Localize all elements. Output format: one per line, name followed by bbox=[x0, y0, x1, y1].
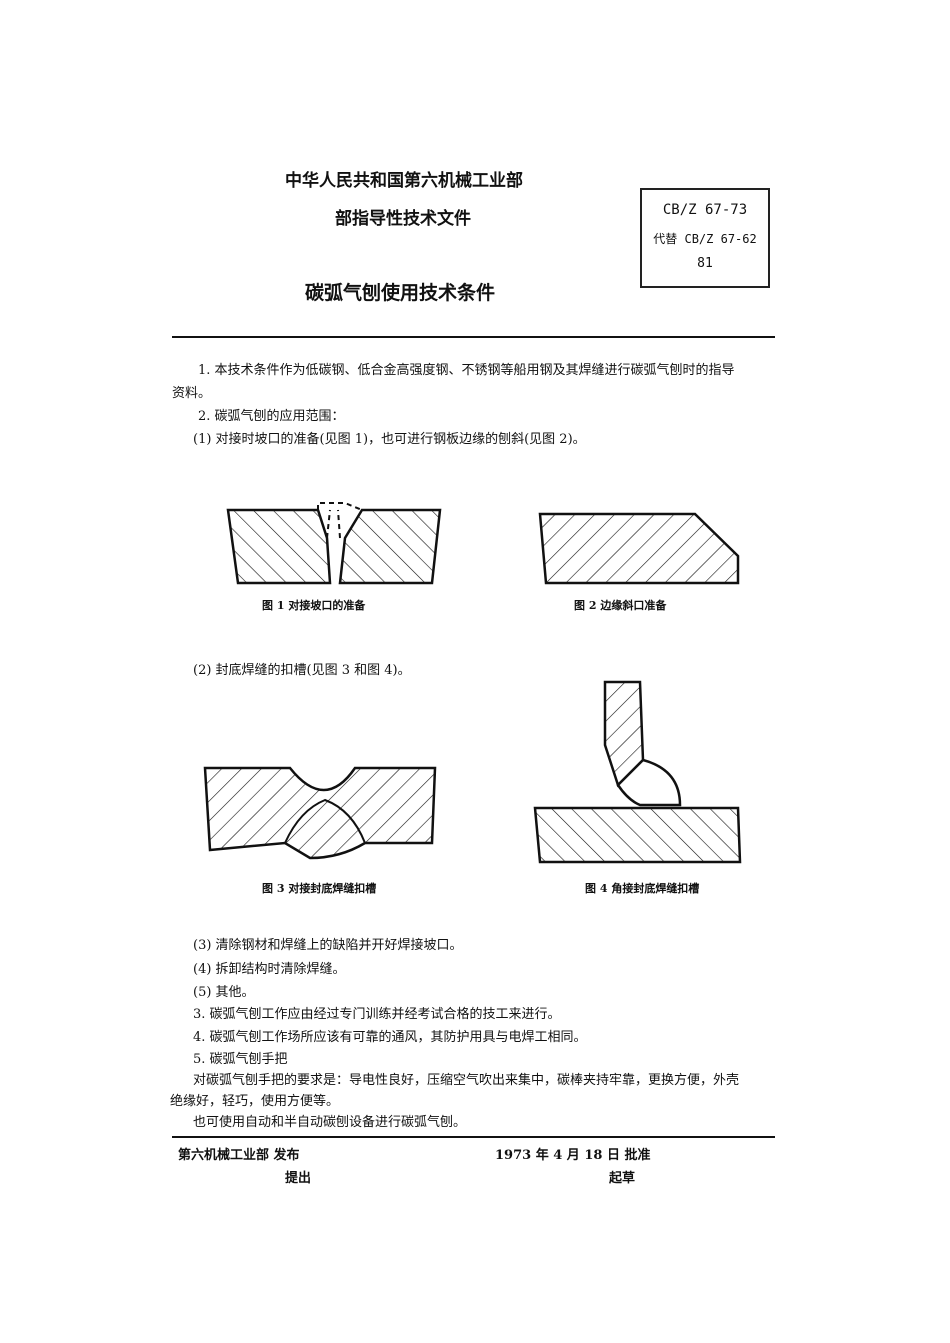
document-title: 碳弧气刨使用技术条件 bbox=[305, 282, 496, 304]
publisher: 第六机械工业部 发布 bbox=[178, 1148, 300, 1163]
item-2-1: (1) 对接时坡口的准备(见图 1)，也可进行钢板边缘的刨斜(见图 2)。 bbox=[193, 432, 586, 447]
item-2-2: (2) 封底焊缝的扣槽(见图 3 和图 4)。 bbox=[193, 663, 411, 678]
paragraph-5: 5. 碳弧气刨手把 bbox=[193, 1052, 288, 1067]
replaces-code: 代替 CB/Z 67-62 bbox=[653, 232, 757, 246]
proposer: 提出 bbox=[285, 1171, 312, 1186]
issuer-line1: 中华人民共和国第六机械工业部 bbox=[285, 171, 523, 191]
figure-4 bbox=[533, 680, 742, 864]
issuer-line2: 部指导性技术文件 bbox=[335, 209, 471, 229]
header-divider bbox=[172, 336, 775, 338]
standard-code-box: CB/Z 67-73 代替 CB/Z 67-62 81 bbox=[640, 188, 770, 288]
paragraph-4: 4. 碳弧气刨工作场所应该有可靠的通风，其防护用具与电焊工相同。 bbox=[193, 1030, 587, 1045]
figure-3-caption: 图 3 对接封底焊缝扣槽 bbox=[262, 882, 377, 895]
paragraph-6: 也可使用自动和半自动碳刨设备进行碳弧气刨。 bbox=[193, 1115, 467, 1130]
paragraph-5-text-cont: 绝缘好，轻巧，使用方便等。 bbox=[170, 1094, 340, 1109]
figure-4-caption: 图 4 角接封底焊缝扣槽 bbox=[585, 882, 700, 895]
figure-3 bbox=[203, 766, 437, 860]
paragraph-5-text: 对碳弧气刨手把的要求是：导电性良好，压缩空气吹出来集中，碳棒夹持牢靠，更换方便，… bbox=[193, 1073, 740, 1088]
paragraph-3: 3. 碳弧气刨工作应由经过专门训练并经考试合格的技工来进行。 bbox=[193, 1007, 561, 1022]
item-2-3: (3) 清除钢材和焊缝上的缺陷并开好焊接坡口。 bbox=[193, 938, 463, 953]
footer-divider bbox=[172, 1136, 775, 1138]
item-2-4: (4) 拆卸结构时清除焊缝。 bbox=[193, 962, 346, 977]
paragraph-2: 2. 碳弧气刨的应用范围： bbox=[198, 409, 345, 424]
figure-2-caption: 图 2 边缘斜口准备 bbox=[574, 599, 667, 612]
drafter: 起草 bbox=[609, 1171, 636, 1186]
figure-1-caption: 图 1 对接坡口的准备 bbox=[262, 599, 366, 612]
paragraph-1: 1. 本技术条件作为低碳钢、低合金高强度钢、不锈钢等船用钢及其焊缝进行碳弧气刨时… bbox=[198, 363, 735, 378]
paragraph-1-cont: 资料。 bbox=[172, 386, 212, 401]
item-2-5: (5) 其他。 bbox=[193, 985, 255, 1000]
page-number: 81 bbox=[697, 256, 713, 271]
figure-2 bbox=[538, 512, 740, 585]
approval-date: 1973 年 4 月 18 日 批准 bbox=[495, 1148, 651, 1163]
figure-1 bbox=[226, 502, 442, 585]
standard-code: CB/Z 67-73 bbox=[662, 202, 748, 218]
